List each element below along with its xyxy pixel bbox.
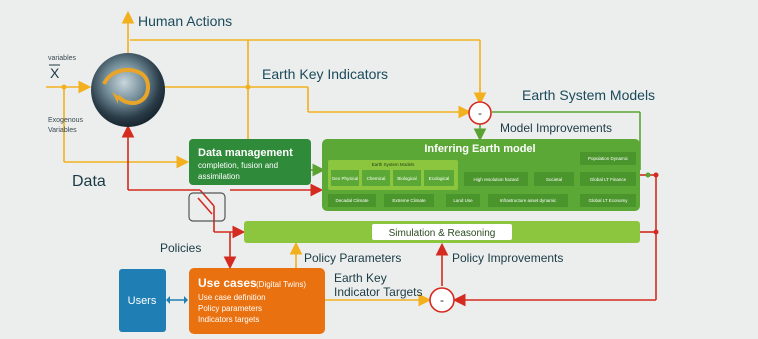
inner-box-ecological-label: Ecological <box>429 176 450 181</box>
indicator-targets-label-1: Earth Key <box>334 271 387 285</box>
box-high-res-hazard <box>464 172 528 186</box>
policies-label: Policies <box>160 241 201 255</box>
earth-key-indicators-label: Earth Key Indicators <box>262 66 388 82</box>
earth-globe <box>91 53 165 127</box>
inner-box-chemical <box>362 170 390 186</box>
box-societal <box>534 172 574 186</box>
inferring-title: Inferring Earth model <box>424 143 535 155</box>
box-global-finance-label: Global LT Finance <box>590 177 627 182</box>
users-label: Users <box>128 295 157 307</box>
box-decadal-climate-label: Decadal Climate <box>335 198 369 203</box>
minus-bottom-symbol: - <box>440 293 444 307</box>
inner-box-chemical-label: Chemical <box>367 176 386 181</box>
yellow-flows <box>46 10 487 307</box>
x-symbol: X <box>50 65 60 81</box>
use-cases-title: Use cases <box>198 276 257 290</box>
data-label: Data <box>72 173 106 190</box>
box-global-economy <box>580 194 636 207</box>
data-management-line1: completion, fusion and <box>198 161 278 170</box>
data-management-line2: assimilation <box>198 172 240 181</box>
box-global-finance <box>580 172 636 186</box>
use-cases-box[interactable]: Use cases (Digital Twins) Use case defin… <box>189 268 325 334</box>
box-land-use <box>446 194 480 207</box>
variables-label: variables <box>48 55 77 62</box>
use-cases-line1: Use case definition <box>198 293 266 302</box>
model-improvements-label: Model Improvements <box>500 121 612 135</box>
box-infrastructure-label: Infrastructure asset dynamic <box>500 198 557 203</box>
data-management-box[interactable]: Data management completion, fusion and a… <box>189 139 311 185</box>
simulation-label: Simulation & Reasoning <box>389 228 496 239</box>
minus-top-symbol: - <box>478 106 482 120</box>
exogenous-label-2: Variables <box>48 127 77 134</box>
policy-parameters-label: Policy Parameters <box>304 251 401 265</box>
users-box[interactable]: Users <box>119 269 166 332</box>
data-management-title: Data management <box>198 147 293 159</box>
inner-box-geo <box>331 170 359 186</box>
switch-box <box>188 192 226 222</box>
box-high-res-hazard-label: High resolution hazard <box>473 177 519 182</box>
use-cases-line2: Policy parameters <box>198 304 262 313</box>
minus-node-bottom: - <box>429 287 455 313</box>
box-infrastructure <box>488 194 568 207</box>
inner-box-biological-label: Biological <box>397 176 416 181</box>
exogenous-label-1: Exogenous <box>48 117 84 124</box>
inferring-earth-model-panel[interactable]: Inferring Earth model Earth System Model… <box>322 139 640 211</box>
inner-box-biological <box>393 170 421 186</box>
simulation-reasoning-bar[interactable]: Simulation & Reasoning <box>244 221 640 243</box>
use-cases-subtitle: (Digital Twins) <box>256 280 306 289</box>
box-population <box>580 152 636 165</box>
box-societal-label: Societal <box>546 177 562 182</box>
box-land-use-label: Land Use <box>453 198 473 203</box>
use-cases-line3: Indicators targets <box>198 315 259 324</box>
indicator-targets-label-2: Indicator Targets <box>334 285 423 299</box>
box-extreme-climate <box>384 194 434 207</box>
red-flows <box>121 124 657 307</box>
box-global-economy-label: Global LT Economy <box>588 198 628 203</box>
box-decadal-climate <box>328 194 376 207</box>
policy-improvements-label: Policy Improvements <box>452 251 563 265</box>
box-population-label: Population Dynamic <box>588 156 629 161</box>
box-extreme-climate-label: Extreme Climate <box>392 198 426 203</box>
junction-dots <box>61 84 659 235</box>
inner-box-ecological <box>424 170 454 186</box>
switch-lever <box>197 197 213 215</box>
inner-box-geo-label: Geo Physical <box>332 176 359 181</box>
earth-system-models-label: Earth System Models <box>522 87 655 103</box>
esm-group-label: Earth System Models <box>372 162 416 167</box>
human-actions-label: Human Actions <box>138 13 232 29</box>
minus-node-top: - <box>468 101 492 125</box>
